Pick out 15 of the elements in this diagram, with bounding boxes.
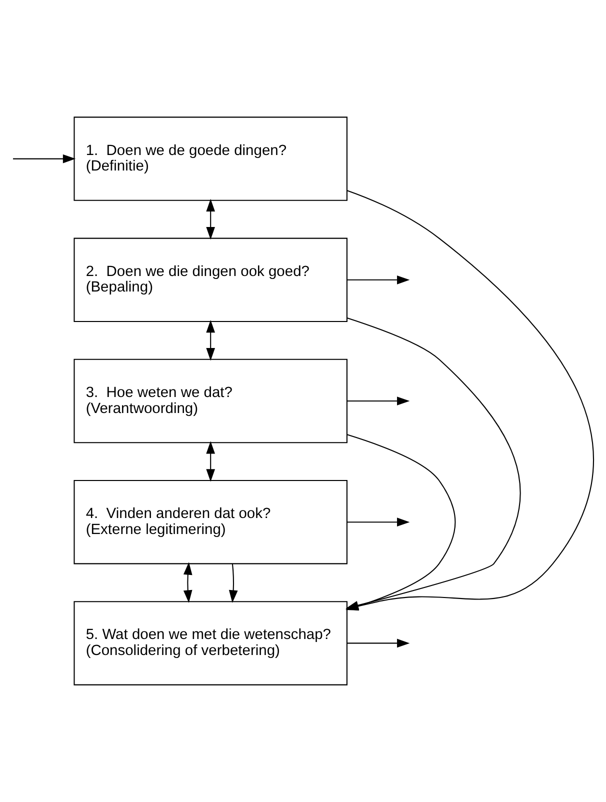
arrow — [347, 638, 410, 648]
node-box: 2. Doen we die dingen ook goed? (Bepaling) — [74, 238, 348, 322]
arrow — [206, 441, 216, 482]
arrow — [347, 275, 410, 284]
arrow — [183, 562, 192, 603]
arrow — [13, 154, 76, 164]
arrow — [347, 518, 410, 527]
node-box: 4. Vinden anderen dat ook? (Externe legitimering) — [74, 480, 348, 564]
arrow — [206, 198, 216, 240]
arrow — [228, 564, 238, 603]
node-box: 1. Doen we de goede dingen? (Definitie) — [74, 116, 348, 201]
arrow — [347, 396, 410, 406]
node-box: 5. Wat doen we met die wetenschap? (Consolidering of verbetering) — [74, 601, 348, 686]
arrow — [206, 320, 216, 361]
node-box: 3. Hoe weten we dat? (Verantwoording) — [74, 358, 348, 444]
